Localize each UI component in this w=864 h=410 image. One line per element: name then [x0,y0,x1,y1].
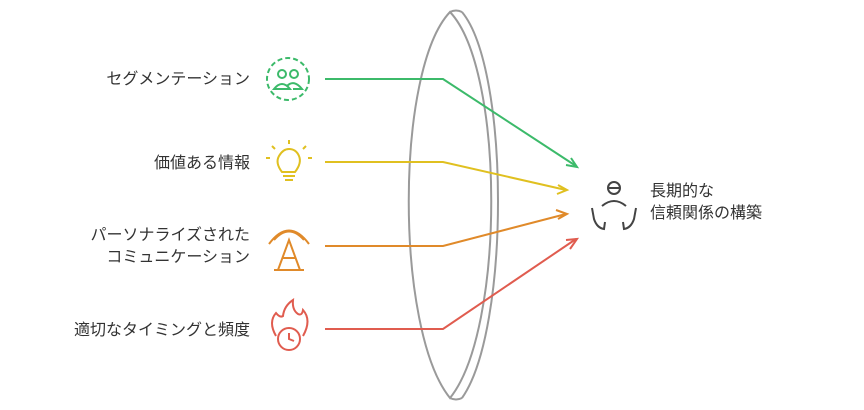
fire-clock-icon [271,297,309,351]
person-open-hands-icon [591,181,637,231]
connector-1 [325,78,580,169]
broadcast-antenna-icon [268,229,310,271]
trust-relationship-label: 長期的な 信頼関係の構築 [650,181,763,222]
valuable-info-label: 価値ある情報 [153,153,250,172]
lens-back-edge [461,11,499,399]
lens-front [407,10,493,400]
lens [407,9,499,401]
connector-2 [325,161,570,195]
people-group-icon [266,57,310,101]
connector-3 [325,209,570,247]
connector-4 [325,237,580,330]
segmentation-label: セグメンテーション [106,69,250,88]
lens-rim-bottom [449,397,463,401]
lightbulb-icon [266,140,312,181]
timing-frequency-label: 適切なタイミングと頻度 [73,320,250,339]
personalized-communication-label: パーソナライズされた コミュニケーション [90,225,250,266]
lens-rim-top [449,9,463,13]
